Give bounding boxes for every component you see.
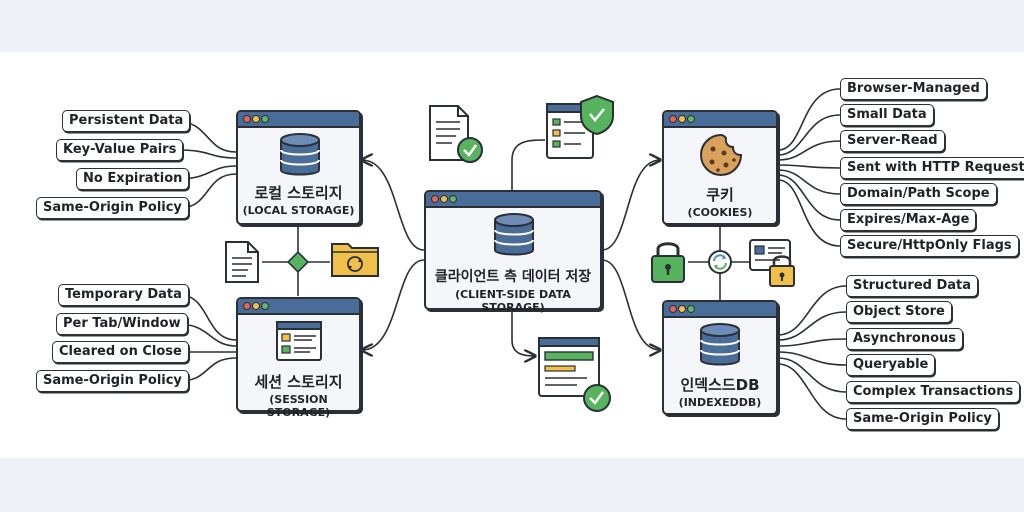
- indexeddb-subtitle: (INDEXEDDB): [678, 396, 762, 409]
- cookies-title: 쿠키: [706, 186, 734, 204]
- cookie-feature-pill: Domain/Path Scope: [840, 183, 997, 205]
- shield-check-icon: [546, 94, 614, 159]
- local-storage-window: 로컬 스토리지 (LOCAL STORAGE): [236, 110, 361, 225]
- cookie-feature-pill: Server-Read: [840, 130, 945, 152]
- cookie-feature-pill: Expires/Max-Age: [840, 209, 977, 231]
- center-subtitle: (CLIENT-SIDE DATA STORAGE): [455, 288, 571, 314]
- form-check-icon: [538, 337, 611, 412]
- folder-sync-icon: [331, 243, 379, 277]
- cookie-feature-pill: Secure/HttpOnly Flags: [840, 235, 1019, 257]
- list-window-icon: [276, 321, 322, 361]
- session-feature-pill: Same-Origin Policy: [36, 370, 189, 392]
- database-icon: [494, 213, 534, 256]
- document-check-icon: [429, 105, 483, 163]
- sync-icon: [708, 250, 732, 274]
- indexeddb-window: 인덱스드DB (INDEXEDDB): [662, 300, 778, 415]
- session-storage-subtitle: (SESSION STORAGE): [266, 393, 331, 419]
- cookie-feature-pill: Browser-Managed: [840, 78, 987, 100]
- indexeddb-feature-pill: Structured Data: [846, 275, 979, 297]
- session-storage-title: 세션 스토리지: [254, 373, 343, 391]
- local-storage-title: 로컬 스토리지: [254, 184, 343, 202]
- indexeddb-feature-pill: Same-Origin Policy: [846, 408, 999, 430]
- client-storage-window: 클라이언트 측 데이터 저장 (CLIENT-SIDE DATA STORAGE…: [424, 190, 602, 314]
- local-feature-pill: Same-Origin Policy: [36, 197, 189, 219]
- cookie-feature-pill: Small Data: [840, 104, 934, 126]
- indexeddb-feature-pill: Asynchronous: [846, 328, 964, 350]
- indexeddb-feature-pill: Object Store: [846, 301, 952, 323]
- local-feature-pill: No Expiration: [76, 168, 190, 190]
- window-titlebar: [426, 192, 600, 208]
- window-titlebar: [238, 112, 359, 128]
- window-titlebar: [238, 299, 359, 315]
- indexeddb-feature-pill: Complex Transactions: [846, 381, 1021, 403]
- session-feature-pill: Per Tab/Window: [56, 313, 188, 335]
- session-feature-pill: Cleared on Close: [52, 341, 189, 363]
- cookies-subtitle: (COOKIES): [687, 206, 753, 219]
- local-storage-subtitle: (LOCAL STORAGE): [242, 204, 355, 217]
- window-titlebar: [664, 112, 776, 128]
- session-storage-window: 세션 스토리지 (SESSION STORAGE): [236, 297, 361, 419]
- padlock-icon: [651, 242, 685, 283]
- window-titlebar: [664, 302, 776, 318]
- cookies-window: 쿠키 (COOKIES): [662, 110, 778, 225]
- cookie-feature-pill: Sent with HTTP Requests: [840, 157, 1024, 179]
- local-feature-pill: Persistent Data: [62, 110, 191, 132]
- session-feature-pill: Temporary Data: [58, 284, 189, 306]
- local-feature-pill: Key-Value Pairs: [56, 139, 184, 161]
- database-icon: [280, 133, 320, 176]
- database-icon: [700, 323, 740, 366]
- indexeddb-feature-pill: Queryable: [846, 354, 936, 376]
- secure-card-icon: [749, 239, 795, 287]
- center-title: 클라이언트 측 데이터 저장: [434, 269, 592, 285]
- indexeddb-title: 인덱스드DB: [680, 376, 760, 394]
- cookie-icon: [699, 133, 743, 177]
- document-icon: [225, 241, 259, 283]
